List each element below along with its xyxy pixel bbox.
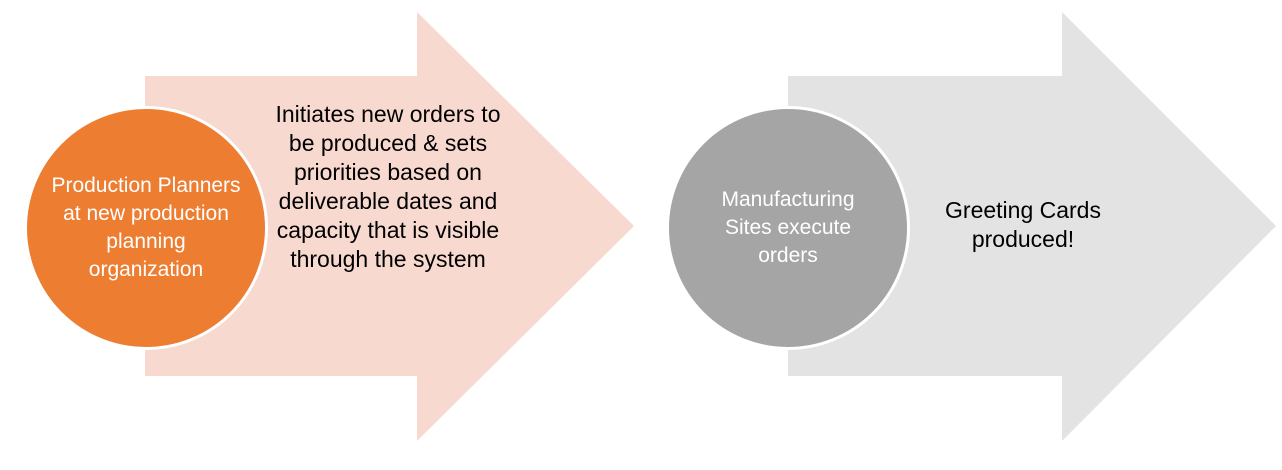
arrow-step-2 — [788, 12, 1276, 441]
circle-2-label: Manufacturing Sites execute orders — [721, 188, 855, 267]
arrow-2-text: Greeting Cards produced! — [945, 197, 1101, 252]
arrow-step-1 — [145, 12, 634, 441]
circle-manufacturing-sites: Manufacturing Sites execute orders — [666, 106, 910, 350]
circle-production-planners: Production Planners at new production pl… — [24, 106, 268, 350]
circle-1-label: Production Planners at new production pl… — [51, 174, 241, 281]
arrow-1-text: Initiates new orders to be produced & se… — [275, 101, 501, 272]
